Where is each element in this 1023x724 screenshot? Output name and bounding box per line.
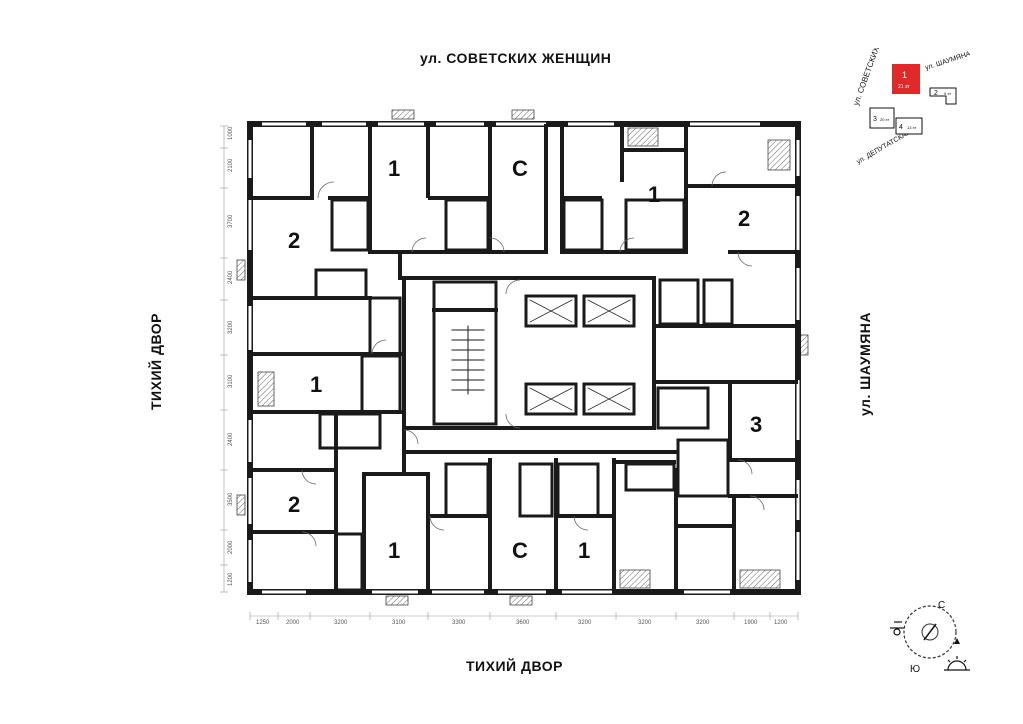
- key-plan-section-2: 2 9 эт: [929, 87, 957, 105]
- key-plan-section-3: 3 20 эт: [869, 107, 895, 129]
- svg-text:4: 4: [899, 124, 903, 131]
- dim-left-1: 1000: [228, 126, 234, 140]
- room-label-2-topright: 2: [738, 206, 750, 231]
- dim-bottom-1: 1250: [256, 620, 270, 626]
- svg-text:3: 3: [873, 116, 877, 123]
- dim-left-9: 2000: [228, 540, 234, 554]
- arrow-up-icon: [954, 638, 960, 644]
- room-label-1-top: 1: [388, 156, 400, 181]
- dim-bottom-11: 1200: [774, 620, 788, 626]
- compass-ring: [903, 605, 957, 659]
- dim-bottom-6: 3600: [516, 620, 530, 626]
- dim-bottom-8: 3200: [638, 620, 652, 626]
- dim-bottom-10: 1900: [744, 620, 758, 626]
- dim-left-7: 2400: [228, 432, 234, 446]
- room-label-c-bottom: С: [512, 538, 528, 563]
- street-label-bottom: ТИХИЙ ДВОР: [466, 658, 563, 674]
- dim-bottom-3: 3200: [334, 620, 348, 626]
- room-label-2-topleft: 2: [288, 228, 300, 253]
- dim-left-2: 2100: [228, 158, 234, 172]
- room-label-c-top: С: [512, 156, 528, 181]
- dim-bottom-5: 3300: [452, 620, 466, 626]
- dim-bottom-7: 3200: [578, 620, 592, 626]
- room-label-1-bottom: 1: [388, 538, 400, 563]
- window-openings: [248, 122, 800, 594]
- room-label-1-left: 1: [310, 372, 322, 397]
- dimension-labels-left: 1000 2100 3700 2400 3200 3100 2400 3500 …: [228, 126, 234, 586]
- dim-left-5: 3200: [228, 320, 234, 334]
- room-label-2-bottomleft: 2: [288, 492, 300, 517]
- dim-left-3: 3700: [228, 214, 234, 228]
- room-label-1-bottomright: 1: [578, 538, 590, 563]
- dimension-lines-bottom: [249, 612, 799, 620]
- svg-text:9 эт: 9 эт: [944, 91, 951, 96]
- dim-left-4: 2400: [228, 270, 234, 284]
- room-label-3-right: 3: [750, 412, 762, 437]
- compass-south: Ю: [910, 664, 920, 675]
- dim-left-6: 3100: [228, 374, 234, 388]
- svg-text:2: 2: [934, 90, 938, 97]
- svg-text:1: 1: [902, 70, 907, 80]
- dimension-labels-bottom: 1250 2000 3200 3100 3300 3600 3200 3200 …: [256, 620, 788, 626]
- key-plan-street-top: ул. СОВЕТСКИХ ЖЕНЩИН: [851, 48, 894, 107]
- facade-grates: [236, 109, 809, 606]
- dim-left-10: 1200: [228, 572, 234, 586]
- dimension-lines-left: [220, 125, 228, 593]
- room-labels: 2 1 С 1 2 1 3 2 1 С 1: [288, 156, 762, 563]
- street-label-top: ул. СОВЕТСКИХ ЖЕНЩИН: [420, 50, 612, 66]
- dim-left-8: 3500: [228, 492, 234, 506]
- outer-walls: [247, 121, 801, 595]
- room-label-1-topright: 1: [648, 182, 660, 207]
- wind-icon: [890, 621, 904, 636]
- sun-icon: [944, 656, 970, 671]
- key-plan: ул. СОВЕТСКИХ ЖЕНЩИН ул. ШАУМЯНА ул. ДЕП…: [851, 48, 970, 166]
- compass: С Ю: [890, 600, 970, 675]
- svg-text:20 эт: 20 эт: [880, 117, 890, 122]
- key-plan-section-1: 1 21 эт: [892, 64, 920, 94]
- key-plan-street-right: ул. ШАУМЯНА: [924, 51, 970, 72]
- key-plan-section-4: 4 13 эт: [895, 117, 923, 135]
- dim-bottom-4: 3100: [392, 620, 406, 626]
- svg-text:21 эт: 21 эт: [898, 84, 910, 90]
- door-swings: [301, 171, 765, 547]
- svg-text:13 эт: 13 эт: [907, 125, 917, 130]
- dim-bottom-2: 2000: [286, 620, 300, 626]
- interior-walls: [250, 124, 798, 592]
- dim-bottom-9: 3200: [696, 620, 710, 626]
- compass-north: С: [938, 600, 945, 611]
